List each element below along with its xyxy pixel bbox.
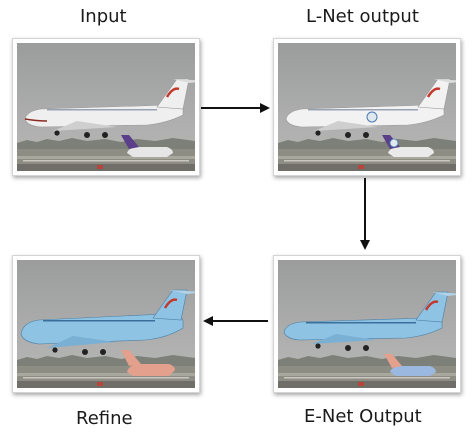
main-airplane [20,289,195,355]
refine-label: Refine [76,408,133,429]
input-image-panel [12,38,200,176]
enet-output-image-panel [273,255,461,393]
small-airplane [384,354,436,376]
lnet-output-photo [278,43,456,171]
input-photo [17,43,195,171]
lnet-output-image-panel [273,38,461,176]
main-airplane [24,78,195,138]
input-label: Input [80,6,127,27]
enet-output-label: E-Net Output [304,406,422,427]
enet-output-photo [278,260,456,388]
small-airplane [382,135,434,157]
main-airplane [283,291,456,351]
small-airplane [121,350,175,376]
refine-photo [17,260,195,388]
main-airplane [285,78,456,138]
refine-image-panel [12,255,200,393]
small-airplane [121,135,173,157]
lnet-output-label: L-Net output [306,6,419,27]
